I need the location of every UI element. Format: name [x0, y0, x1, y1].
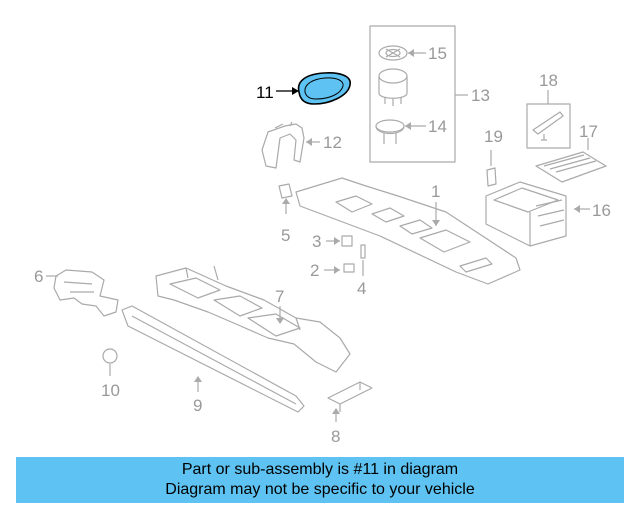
part-group-13-box	[369, 25, 468, 163]
banner-line-1: Part or sub-assembly is #11 in diagram	[181, 461, 459, 478]
callout-16-label: 16	[592, 201, 611, 220]
part-7-console-frame	[155, 265, 351, 373]
part-15-cap	[378, 45, 408, 61]
callout-9-label: 9	[193, 396, 202, 415]
callout-7: 7	[275, 287, 284, 324]
callout-6-label: 6	[34, 267, 43, 286]
callout-19-label: 19	[484, 127, 503, 146]
callout-9: 9	[193, 376, 202, 415]
callout-14: 14	[405, 117, 447, 136]
callout-18-label: 18	[539, 71, 558, 90]
callout-11-label: 11	[256, 83, 274, 102]
callout-3-label: 3	[312, 232, 321, 251]
callout-1-label: 1	[431, 182, 440, 201]
callout-2: 2	[310, 261, 340, 280]
part-9-side-panel	[121, 305, 305, 413]
part-5-clip	[278, 183, 293, 214]
info-banner: Part or sub-assembly is #11 in diagram D…	[16, 457, 624, 503]
part-3-clip	[341, 235, 353, 247]
callout-17-label: 17	[579, 122, 598, 141]
callout-5-label: 5	[281, 226, 290, 245]
callout-7-label: 7	[275, 287, 284, 306]
callout-11-arrow	[292, 87, 299, 95]
callout-4-label: 4	[357, 279, 366, 298]
part-11-cup-holder-liner[interactable]	[297, 72, 351, 105]
callout-1: 1	[431, 182, 440, 226]
callout-15-label: 15	[428, 44, 447, 63]
callout-12: 12	[306, 133, 342, 152]
banner-line-2: Diagram may not be specific to your vehi…	[165, 481, 475, 498]
callout-10-label: 10	[101, 381, 120, 400]
part-16-storage-bin	[485, 181, 567, 247]
callout-3: 3	[312, 232, 340, 251]
callout-11[interactable]: 11	[256, 83, 299, 102]
callout-16: 16	[574, 201, 611, 220]
callout-14-label: 14	[428, 117, 447, 136]
callout-12-label: 12	[323, 133, 342, 152]
callout-6: 6	[34, 267, 58, 286]
part-17-mat	[535, 151, 607, 183]
callout-8-label: 8	[331, 427, 340, 446]
part-14-cup-holder-insert	[375, 119, 405, 144]
part-4-screw	[360, 244, 366, 276]
parts-diagram: 11 12 15 14 13	[34, 25, 611, 446]
part-8-bracket	[327, 381, 373, 422]
part-1-console-panel	[295, 177, 521, 285]
part-12-bracket	[261, 121, 305, 169]
part-18-trim-box	[526, 90, 571, 149]
part-10-plug	[102, 348, 118, 376]
part-6-bracket	[53, 269, 119, 317]
part-13-cup-holder	[378, 68, 408, 106]
callout-13-label: 13	[471, 86, 490, 105]
callout-2-label: 2	[310, 261, 319, 280]
part-2-clip	[343, 263, 355, 273]
part-19-small-part	[486, 167, 497, 187]
callout-15: 15	[408, 44, 447, 63]
callout-17: 17	[579, 122, 598, 150]
